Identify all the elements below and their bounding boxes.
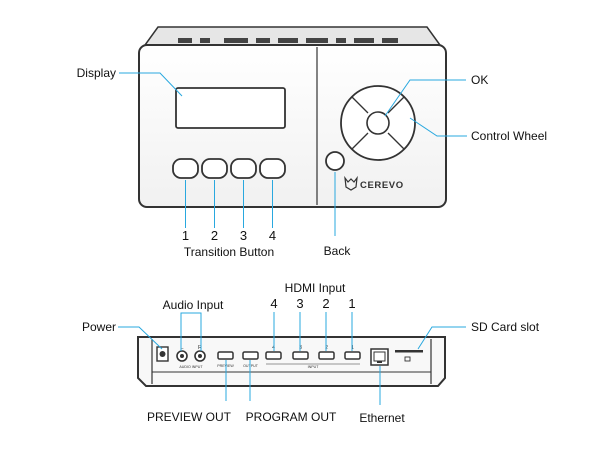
control-wheel-dividers bbox=[351, 96, 405, 150]
ethernet-port-clip bbox=[377, 361, 382, 363]
power-port-pin bbox=[159, 351, 166, 357]
preview-out-label: PREVIEW OUT bbox=[146, 410, 232, 424]
audio-input-l-hole bbox=[180, 354, 184, 358]
sd-card-slot-label: SD Card slot bbox=[471, 320, 540, 334]
audio-input-r-hole bbox=[198, 354, 202, 358]
rear-leader-lines bbox=[118, 312, 466, 405]
hdmi-input-3-port[interactable] bbox=[292, 351, 309, 360]
sd-card-icon bbox=[404, 356, 411, 362]
cerevo-logo-icon bbox=[344, 175, 358, 191]
audio-input-mark: AUDIO INPUT bbox=[179, 365, 203, 369]
back-button[interactable] bbox=[325, 151, 345, 171]
program-out-label: PROGRAM OUT bbox=[245, 410, 337, 424]
display-leader-line bbox=[119, 72, 183, 97]
ethernet-label: Ethernet bbox=[359, 411, 405, 425]
back-label: Back bbox=[323, 244, 351, 258]
transition-button-1[interactable] bbox=[172, 158, 199, 179]
program-out-port[interactable] bbox=[242, 351, 259, 360]
hdmi-mark-3: 3 bbox=[299, 345, 302, 351]
audio-l-mark: L bbox=[180, 345, 183, 351]
transition-number-4: 4 bbox=[268, 228, 277, 243]
transition-button-2[interactable] bbox=[201, 158, 228, 179]
hdmi-input-1-port[interactable] bbox=[344, 351, 361, 360]
front-display-screen bbox=[175, 87, 286, 129]
transition-number-1: 1 bbox=[181, 228, 190, 243]
transition-number-3: 3 bbox=[239, 228, 248, 243]
audio-input-label: Audio Input bbox=[162, 298, 224, 312]
power-leader-line bbox=[118, 326, 163, 350]
preview-out-port[interactable] bbox=[217, 351, 234, 360]
input-mark: INPUT bbox=[308, 365, 320, 369]
hdmi-number-2: 2 bbox=[322, 296, 330, 311]
hdmi-number-1: 1 bbox=[348, 296, 356, 311]
display-label: Display bbox=[76, 66, 116, 80]
hdmi-number-4: 4 bbox=[270, 296, 278, 311]
front-leader-lines bbox=[119, 72, 467, 236]
control-wheel-label: Control Wheel bbox=[471, 129, 548, 143]
output-mark: OUTPUT bbox=[243, 364, 259, 368]
transition-button-4[interactable] bbox=[259, 158, 286, 179]
hdmi-input-2-port[interactable] bbox=[318, 351, 335, 360]
brand-text: CEREVO bbox=[360, 180, 404, 191]
audio-r-mark: R bbox=[198, 345, 202, 351]
transition-button-3[interactable] bbox=[230, 158, 257, 179]
hdmi-mark-2: 2 bbox=[325, 345, 328, 351]
front-device: CEREVO bbox=[138, 26, 447, 208]
rear-device: L R AUDIO INPUT PREVIEW OUTPUT 4 3 2 1 I… bbox=[137, 336, 446, 387]
power-label: Power bbox=[81, 320, 116, 334]
ok-label: OK bbox=[471, 73, 489, 87]
sd-card-leader-line bbox=[417, 326, 466, 350]
rear-body bbox=[137, 336, 446, 387]
control-wheel-leader-line bbox=[409, 117, 467, 137]
hdmi-number-3: 3 bbox=[296, 296, 304, 311]
transition-button-label: Transition Button bbox=[183, 245, 275, 259]
sd-card-slot[interactable] bbox=[395, 350, 423, 353]
ethernet-port-inner bbox=[373, 351, 386, 362]
front-top-vents bbox=[178, 38, 398, 43]
ok-button[interactable] bbox=[366, 111, 390, 135]
hdmi-input-label: HDMI Input bbox=[284, 281, 346, 295]
hdmi-input-4-port[interactable] bbox=[265, 351, 282, 360]
transition-number-2: 2 bbox=[210, 228, 219, 243]
audio-input-leader-bracket bbox=[180, 312, 202, 351]
ok-leader-line bbox=[384, 79, 466, 117]
hdmi-mark-1: 1 bbox=[351, 345, 354, 351]
